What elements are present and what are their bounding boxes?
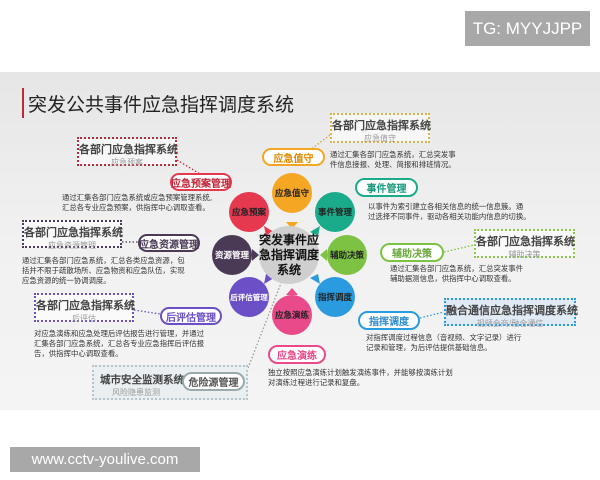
desc-line: 以事件为索引建立各相关信息的统一信息簇。通 xyxy=(368,202,524,211)
box-resource: 各部门应急指挥系统 应急资源管理 xyxy=(22,220,123,250)
box-subtitle: 视频会商/融合通信 xyxy=(476,319,544,328)
desc-resource: 通过汇集各部门应急系统，汇总各类应急资源，包 括并不限于疏散场所、应急物资和应急… xyxy=(22,256,185,286)
desc-line: 对指挥调度过程信息（音视频、文字记录）进行 xyxy=(366,333,522,342)
desc-duty: 通过汇集各部门应急系统，汇总突发事 件信息接报、处理、简报和排班情况。 xyxy=(330,150,456,170)
watermark-top: TG: MYYJJPP xyxy=(465,11,590,46)
desc-line: 过选择不同事件，驱动各相关功能内信息的切换。 xyxy=(368,212,531,221)
circle-event: 事件管理 xyxy=(315,192,355,232)
box-eval: 各部门应急指挥系统 后评估 xyxy=(34,293,135,323)
center-hub: 突发事件应急指挥调度系统 xyxy=(259,226,319,284)
box-subtitle: 辅助决策 xyxy=(508,250,541,259)
desc-dispatch: 对指挥调度过程信息（音视频、文字记录）进行 记录和管理，为后评估提供基础信息。 xyxy=(366,333,521,353)
desc-line: 汇总各专业应急预案，供指挥中心调取查看。 xyxy=(62,203,210,212)
arrow-resource xyxy=(252,249,259,261)
desc-line: 通过汇集各部门应急系统或应急预案管理系统, xyxy=(62,193,213,202)
pill-resource: 应急资源管理 xyxy=(138,234,200,252)
desc-line: 件信息接报、处理、简报和排班情况。 xyxy=(330,160,456,169)
desc-event: 以事件为索引建立各相关信息的统一信息簇。通 过选择不同事件，驱动各相关功能内信息… xyxy=(368,202,531,222)
box-dispatch: 融合通信应急指挥调度系统 视频会商/融合通信 xyxy=(444,298,578,328)
desc-line: 辅助据测信息，供指挥中心调取查看。 xyxy=(390,274,516,283)
box-title: 城市安全监测系统 xyxy=(100,374,184,386)
pill-plan: 应急预案管理 xyxy=(170,173,232,191)
box-subtitle: 应急值守 xyxy=(364,134,396,143)
circle-decision: 辅助决策 xyxy=(327,235,367,275)
box-title: 各部门应急指挥系统 xyxy=(332,119,431,132)
circle-duty: 应急值守 xyxy=(272,173,312,213)
box-decision: 各部门应急指挥系统 辅助决策 xyxy=(474,229,575,259)
pill-dispatch: 指挥调度 xyxy=(358,311,420,330)
arrow-drill xyxy=(286,288,298,295)
desc-line: 独立按照应急演练计划触发演练事件，并能够按演练计划 xyxy=(268,368,453,377)
arrow-duty xyxy=(286,222,298,229)
box-plan: 各部门应急指挥系统 应急预案 xyxy=(77,137,178,167)
box-subtitle: 应急预案 xyxy=(111,158,143,167)
pill-eval: 后评估管理 xyxy=(160,307,222,325)
box-title: 各部门应急指挥系统 xyxy=(36,299,135,312)
desc-drill: 独立按照应急演练计划触发演练事件，并能够按演练计划 对演练过程进行记录和复盘。 xyxy=(268,368,453,388)
circle-dispatch: 指挥调度 xyxy=(315,277,355,317)
desc-line: 告，供指挥中心调取查看。 xyxy=(34,349,123,358)
desc-line: 应急资源的统一协调调度。 xyxy=(22,276,111,285)
desc-line: 括并不限于疏散场所、应急物资和应急队伍，实现 xyxy=(22,266,185,275)
box-subtitle: 应急资源管理 xyxy=(48,241,96,250)
arrow-decision xyxy=(320,249,327,261)
desc-line: 对应急演练和应急处理后评估报告进行管理，并通过 xyxy=(34,329,204,338)
circle-plan: 应急预案 xyxy=(229,192,269,232)
desc-line: 通过汇集各部门应急系统，汇总突发事 xyxy=(330,150,456,159)
title-accent-bar xyxy=(22,88,24,118)
box-title: 各部门应急指挥系统 xyxy=(476,235,575,248)
circle-drill: 应急演练 xyxy=(272,295,312,335)
box-title: 融合通信应急指挥调度系统 xyxy=(446,304,578,317)
desc-plan: 通过汇集各部门应急系统或应急预案管理系统, 汇总各专业应急预案，供指挥中心调取查… xyxy=(62,193,212,213)
circle-eval: 后评估管理 xyxy=(229,277,269,317)
watermark-bottom: www.cctv-youlive.com xyxy=(10,447,200,472)
box-title: 各部门应急指挥系统 xyxy=(24,226,123,239)
desc-line: 通过汇集各部门应急系统，汇总突发事件 xyxy=(390,264,524,273)
box-title: 各部门应急指挥系统 xyxy=(79,143,178,156)
desc-line: 通过汇集各部门应急系统，汇总各类应急资源，包 xyxy=(22,256,185,265)
pill-risk: 危险源管理 xyxy=(182,372,245,391)
desc-line: 对演练过程进行记录和复盘。 xyxy=(268,378,365,387)
box-duty: 各部门应急指挥系统 应急值守 xyxy=(330,113,431,143)
box-subtitle: 风险隐患监测 xyxy=(112,388,160,397)
pill-decision: 辅助决策 xyxy=(380,243,444,262)
desc-eval: 对应急演练和应急处理后评估报告进行管理，并通过 汇集各部门应急系统，汇总各专业应… xyxy=(34,329,204,359)
page-title: 突发公共事件应急指挥调度系统 xyxy=(28,94,295,116)
pill-event: 事件管理 xyxy=(355,178,418,197)
desc-line: 记录和管理，为后评估提供基础信息。 xyxy=(366,343,492,352)
pill-drill: 应急演练 xyxy=(268,345,326,364)
circle-resource: 资源管理 xyxy=(212,235,252,275)
box-subtitle: 后评估 xyxy=(72,314,96,323)
desc-line: 汇集各部门应急系统，汇总各专业应急指挥后评估报 xyxy=(34,339,204,348)
pill-duty: 应急值守 xyxy=(262,148,325,166)
desc-decision: 通过汇集各部门应急系统，汇总突发事件 辅助据测信息，供指挥中心调取查看。 xyxy=(390,264,523,284)
